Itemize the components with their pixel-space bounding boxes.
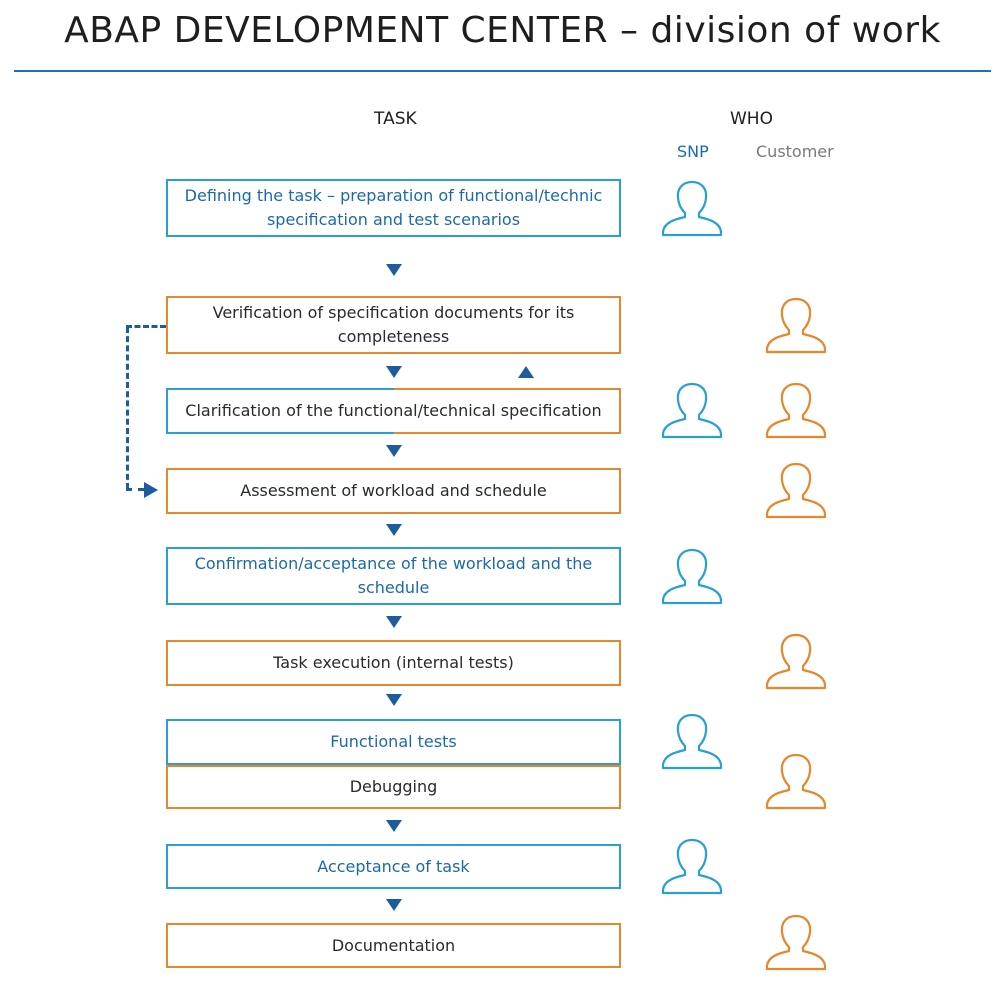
step-assessment: Assessment of workload and schedule [166, 468, 621, 514]
flow-arrow-down [386, 899, 402, 911]
flow-arrow-down [386, 820, 402, 832]
task-column-header: TASK [374, 109, 417, 129]
flow-arrow-down [386, 264, 402, 276]
step-clarification: Clarification of the functional/technica… [166, 388, 621, 434]
title-divider [14, 70, 991, 72]
step-clarification-label: Clarification of the functional/technica… [185, 401, 602, 420]
loop-connector-vertical [126, 327, 129, 489]
step-functional-tests: Functional tests [166, 719, 621, 765]
loop-connector-bottom [126, 488, 144, 491]
step-verification: Verification of specification documents … [166, 296, 621, 354]
page-title: ABAP DEVELOPMENT CENTER – division of wo… [64, 10, 941, 51]
step-debugging: Debugging [166, 765, 621, 809]
person-icon [661, 548, 723, 605]
flow-arrow-down [386, 616, 402, 628]
person-icon [765, 382, 827, 439]
person-icon [765, 633, 827, 690]
person-icon [765, 462, 827, 519]
person-icon [765, 914, 827, 971]
split-border-left [166, 388, 168, 434]
flow-arrow-down [386, 694, 402, 706]
person-icon [765, 297, 827, 354]
flow-arrow-down [386, 366, 402, 378]
flow-arrow-down [386, 445, 402, 457]
snp-column-header: SNP [677, 142, 709, 161]
step-defining-task: Defining the task – preparation of funct… [166, 179, 621, 237]
person-icon [661, 838, 723, 895]
person-icon [765, 753, 827, 810]
who-column-header: WHO [730, 109, 773, 129]
person-icon [661, 713, 723, 770]
person-icon [661, 382, 723, 439]
customer-column-header: Customer [756, 142, 834, 161]
step-acceptance: Acceptance of task [166, 844, 621, 889]
person-icon [661, 180, 723, 237]
flow-arrow-up [518, 366, 534, 378]
step-confirmation: Confirmation/acceptance of the workload … [166, 547, 621, 605]
step-documentation: Documentation [166, 923, 621, 968]
step-task-execution: Task execution (internal tests) [166, 640, 621, 686]
loop-connector-top [126, 325, 166, 328]
loop-connector-arrowhead [144, 482, 158, 498]
flow-arrow-down [386, 524, 402, 536]
